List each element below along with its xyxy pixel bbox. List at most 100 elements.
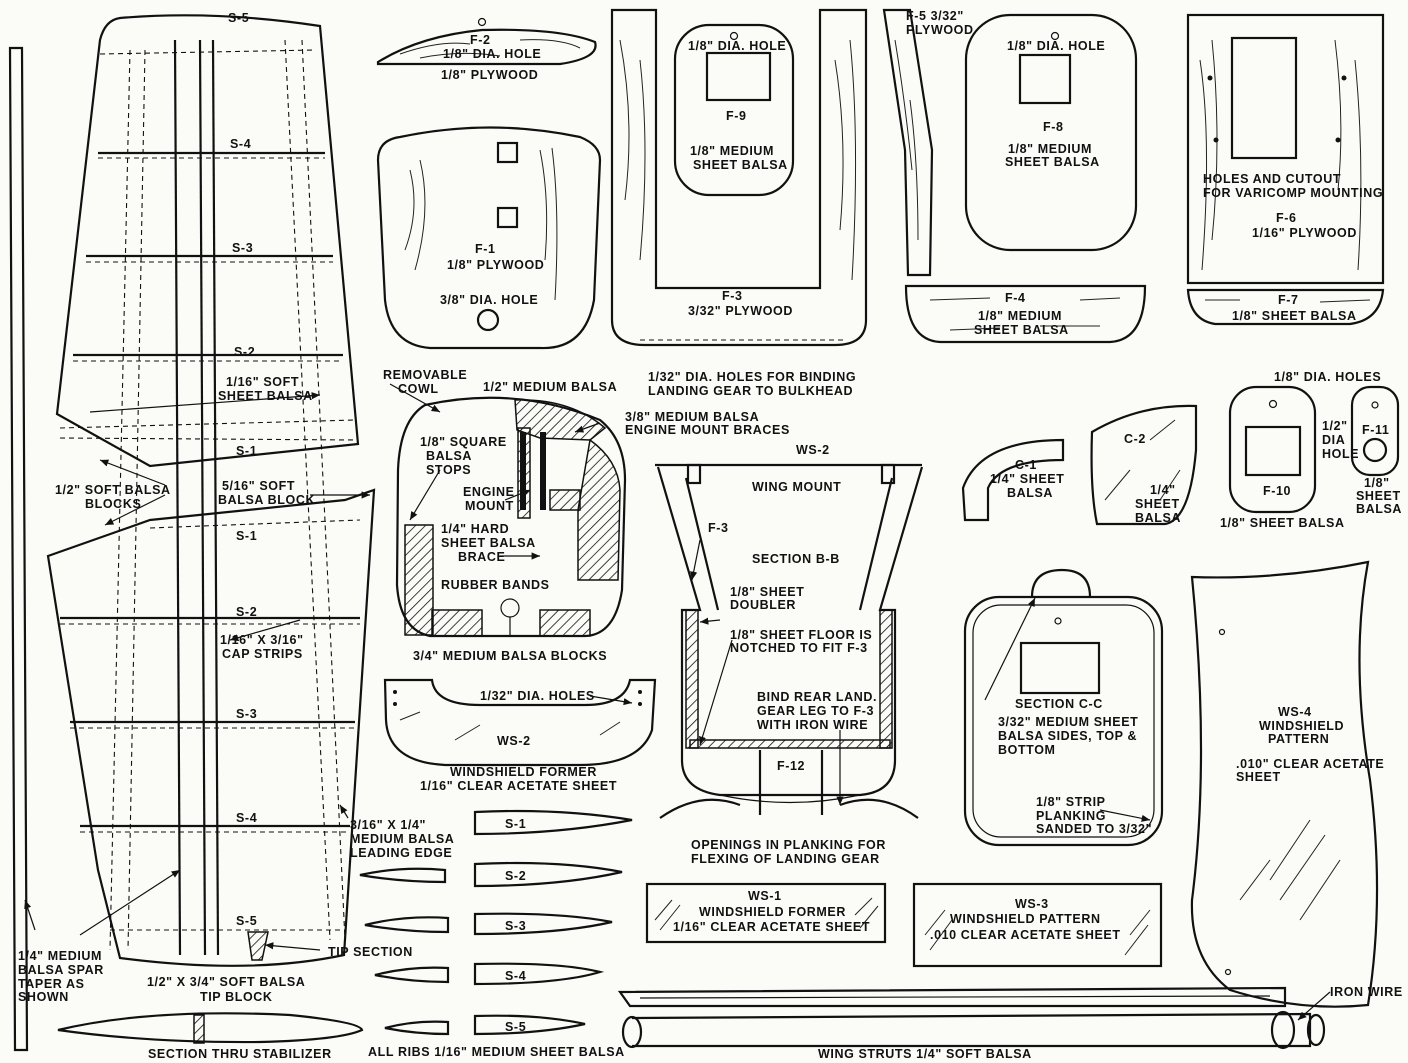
openings-label: FLEXING OF LANDING GEAR <box>691 852 880 866</box>
f12-label: F-12 <box>777 759 805 773</box>
cc-sides-label: 3/32" MEDIUM SHEET <box>998 715 1138 729</box>
rib-label: S-5 <box>505 1020 526 1034</box>
f8-material: SHEET BALSA <box>1005 155 1100 169</box>
ws1-caption: 1/16" CLEAR ACETATE SHEET <box>673 920 870 934</box>
f9-drawing <box>673 23 795 197</box>
f2-hole-label: 1/8" DIA. HOLE <box>443 47 541 61</box>
cc-sides-label: BALSA SIDES, TOP & <box>998 729 1137 743</box>
cowl-brace-label: BRACE <box>458 550 505 564</box>
f8-drawing <box>964 13 1138 252</box>
sheet-balsa-label: 1/16" SOFT <box>226 375 299 389</box>
ws2-drawing <box>383 678 657 767</box>
f10-holes-label: 1/8" DIA. HOLES <box>1274 370 1381 384</box>
ws4-caption: WINDSHIELD <box>1259 719 1344 733</box>
f7-material: 1/8" SHEET BALSA <box>1232 309 1357 323</box>
bb-ws2-label: WS-2 <box>796 443 830 457</box>
f11-hole-label: HOLE <box>1322 447 1359 461</box>
c2-material: BALSA <box>1135 511 1181 525</box>
ws3-caption: .010 CLEAR ACETATE SHEET <box>930 928 1121 942</box>
stabilizer-top-outline <box>55 14 360 468</box>
c1-drawing <box>961 438 1065 522</box>
f8-name: F-8 <box>1043 120 1064 134</box>
stabilizer-section-label: SECTION THRU STABILIZER <box>148 1047 332 1061</box>
spar-label: BALSA SPAR <box>18 963 104 977</box>
leading-edge-label: MEDIUM BALSA <box>350 832 454 846</box>
rib-label: S-3 <box>505 919 526 933</box>
stabilizer-drawing <box>8 14 376 1052</box>
f11-material: 1/8" <box>1364 476 1390 490</box>
stab-rib-label: S-1 <box>236 529 257 543</box>
ws4-name: WS-4 <box>1278 705 1312 719</box>
ws3-name: WS-3 <box>1015 897 1049 911</box>
f6-note: HOLES AND CUTOUT <box>1203 172 1341 186</box>
bb-f3-label: F-3 <box>708 521 729 535</box>
ws2-caption: 1/16" CLEAR ACETATE SHEET <box>420 779 617 793</box>
f2-name: F-2 <box>470 33 491 47</box>
leading-edge-label: 3/16" X 1/4" <box>350 818 426 832</box>
ws4-caption: .010" CLEAR ACETATE <box>1236 757 1384 771</box>
spar-strip <box>8 46 29 1052</box>
balsa-blocks-label: 1/2" SOFT BALSA <box>55 483 171 497</box>
ws4-caption: PATTERN <box>1268 732 1329 746</box>
f4-material: SHEET BALSA <box>974 323 1069 337</box>
stab-rib-label: S-2 <box>236 605 257 619</box>
balsa-block-label: BALSA BLOCK <box>218 493 315 507</box>
iron-wire-label: IRON WIRE <box>1330 985 1403 999</box>
f1-material: 1/8" PLYWOOD <box>447 258 544 272</box>
f4-material: 1/8" MEDIUM <box>978 309 1062 323</box>
floor-label: NOTCHED TO FIT F-3 <box>730 641 868 655</box>
f3-drawing <box>610 8 868 347</box>
f9-name: F-9 <box>726 109 747 123</box>
section-cc-title: SECTION C-C <box>1015 697 1103 711</box>
stab-rib-label: S-5 <box>236 914 257 928</box>
cc-strip-label: PLANKING <box>1036 809 1106 823</box>
cc-strip-label: 1/8" STRIP <box>1036 795 1106 809</box>
ws3-drawing <box>912 882 1163 968</box>
cowl-drawing <box>389 383 627 638</box>
section-bb-drawing <box>655 463 924 819</box>
bind-label: BIND REAR LAND. <box>757 690 877 704</box>
bind-label: GEAR LEG TO F-3 <box>757 704 874 718</box>
leading-edge-label: LEADING EDGE <box>350 846 452 860</box>
f1-hole-label: 3/8" DIA. HOLE <box>440 293 538 307</box>
c2-material: 1/4" <box>1150 483 1176 497</box>
f5-material: PLYWOOD <box>906 23 974 37</box>
stab-rib-label: S-3 <box>232 241 253 255</box>
f11-drawing <box>1350 385 1400 477</box>
f11-material: SHEET <box>1356 489 1401 503</box>
wing-struts-drawing <box>617 986 1331 1050</box>
ws3-caption: WINDSHIELD PATTERN <box>950 912 1101 926</box>
engine-mount-label: MOUNT <box>465 499 514 513</box>
f1-drawing <box>376 126 602 350</box>
c2-material: SHEET <box>1135 497 1180 511</box>
floor-label: 1/8" SHEET FLOOR IS <box>730 628 872 642</box>
cowl-braces-label: 3/8" MEDIUM BALSA <box>625 410 759 424</box>
spar-label: SHOWN <box>18 990 69 1004</box>
rib-label: S-4 <box>505 969 526 983</box>
balsa-block-label: 5/16" SOFT <box>222 479 295 493</box>
ws1-caption: WINDSHIELD FORMER <box>699 905 846 919</box>
wing-mount-label: WING MOUNT <box>752 480 841 494</box>
f3-name: F-3 <box>722 289 743 303</box>
balsa-blocks-label: BLOCKS <box>85 497 141 511</box>
f8-hole-label: 1/8" DIA. HOLE <box>1007 39 1105 53</box>
f11-name: F-11 <box>1362 423 1389 437</box>
tip-section-label: TIP SECTION <box>328 945 413 959</box>
c1-name: C-1 <box>1015 458 1037 472</box>
ribs-caption: ALL RIBS 1/16" MEDIUM SHEET BALSA <box>368 1045 625 1059</box>
ws4-caption: SHEET <box>1236 770 1281 784</box>
ws2-holes-label: 1/32" DIA. HOLES <box>480 689 595 703</box>
section-bb-title: SECTION B-B <box>752 552 840 566</box>
f9-material: 1/8" MEDIUM <box>690 144 774 158</box>
ws2-caption: WINDSHIELD FORMER <box>450 765 597 779</box>
ws1-drawing <box>645 882 887 944</box>
ribs-row-drawing <box>359 809 633 1036</box>
cc-sides-label: BOTTOM <box>998 743 1056 757</box>
cowl-stops-label: BALSA <box>426 449 472 463</box>
f10-drawing <box>1228 385 1317 514</box>
f3-material: 3/32" PLYWOOD <box>688 304 793 318</box>
f9-material: SHEET BALSA <box>693 158 788 172</box>
tip-block-label: 1/2" X 3/4" SOFT BALSA <box>147 975 305 989</box>
